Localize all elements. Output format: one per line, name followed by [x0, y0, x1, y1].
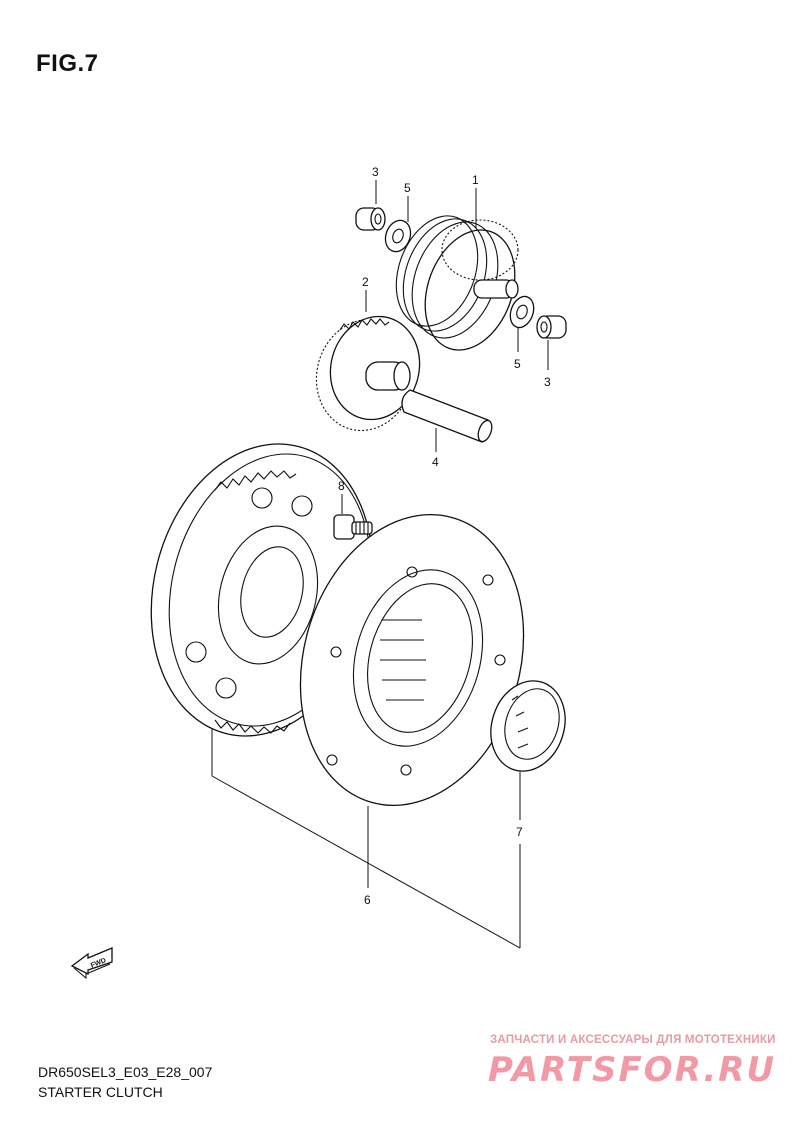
callout-6: 6: [364, 893, 371, 907]
part-5-washer-lower[interactable]: [506, 293, 538, 331]
fwd-arrow-icon: FWD: [70, 947, 113, 980]
part-6-one-way-clutch-plate[interactable]: [267, 488, 556, 832]
figure-title: FIG.7: [36, 50, 99, 77]
part-4-shaft[interactable]: [401, 389, 494, 443]
diagram-caption: STARTER CLUTCH: [38, 1084, 163, 1100]
callout-5-lower: 5: [514, 357, 521, 371]
callout-5-upper: 5: [404, 181, 411, 195]
callout-4: 4: [432, 455, 439, 469]
leader-lines: [211, 180, 549, 949]
part-5-washer-upper[interactable]: [381, 217, 414, 255]
callout-1: 1: [472, 173, 479, 187]
callout-numbers: 3 5 1 2 5 3 4 8 7 6: [338, 165, 551, 907]
part-8-bolt[interactable]: [333, 514, 373, 540]
part-7-needle-bearing[interactable]: [480, 671, 577, 781]
callout-3-upper: 3: [372, 165, 379, 179]
callout-8: 8: [338, 479, 345, 493]
callout-3-lower: 3: [544, 375, 551, 389]
part-1-idle-gear-assembly[interactable]: [382, 204, 531, 362]
watermark-logo: PARTSFOR.RU: [488, 1050, 777, 1090]
part-3-bushing-lower[interactable]: [536, 315, 567, 339]
callout-2: 2: [362, 275, 369, 289]
watermark-tagline: ЗАПЧАСТИ И АКСЕССУАРЫ ДЛЯ МОТОТЕХНИКИ: [490, 1034, 776, 1046]
part-3-bushing-upper[interactable]: [355, 207, 386, 231]
part-2-idle-gear[interactable]: [304, 306, 431, 441]
diagram-code: DR650SEL3_E03_E28_007: [38, 1064, 213, 1080]
callout-7: 7: [516, 825, 523, 839]
